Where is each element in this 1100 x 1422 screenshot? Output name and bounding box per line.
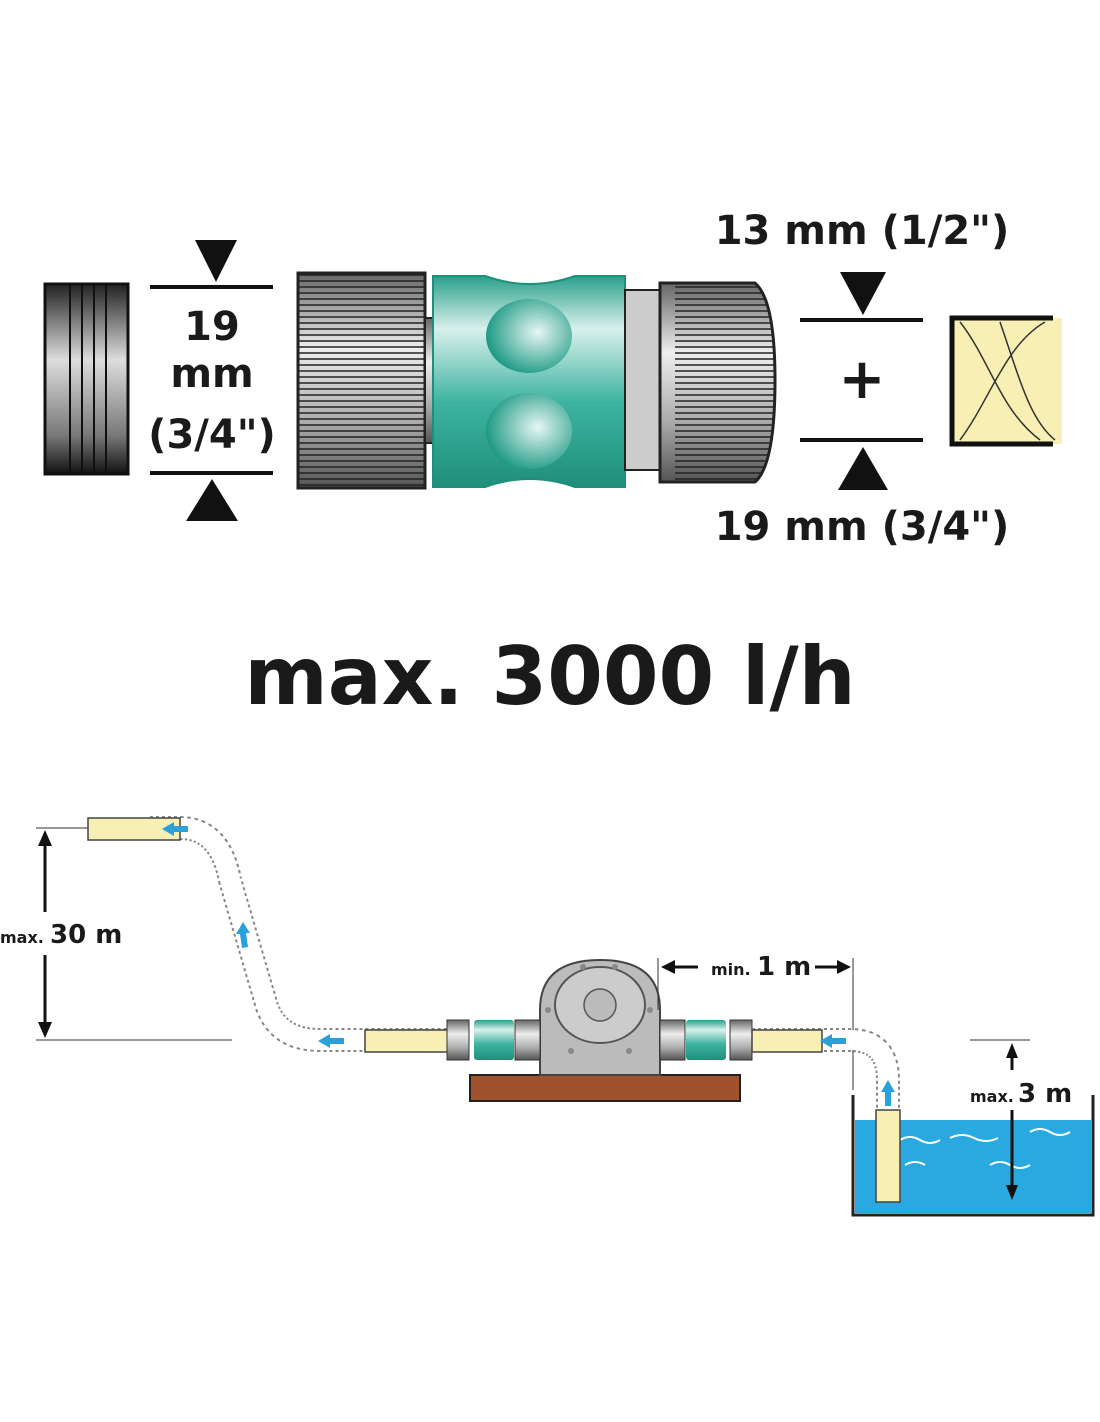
plus-sign: + xyxy=(839,347,886,412)
wooden-board xyxy=(469,1074,741,1102)
drill-pump xyxy=(446,958,753,1102)
threaded-tap-fitting xyxy=(43,282,130,476)
distance-value: 1 m xyxy=(757,952,811,982)
height-prefix: max. xyxy=(0,928,44,947)
hose-section xyxy=(949,315,1062,447)
hose-connector xyxy=(296,271,777,490)
arrow-down-icon xyxy=(195,240,237,282)
left-dimension-marker: 19 mm (3/4") xyxy=(148,240,276,521)
flow-arrow-icon xyxy=(162,822,188,836)
distance-dimension: min. 1 m xyxy=(657,952,854,1090)
outlet-hose xyxy=(87,816,451,1053)
right-dimension-marker: 13 mm (1/2") + 19 mm (3/4") xyxy=(715,208,1010,550)
left-connector xyxy=(446,1019,541,1061)
arrow-up-icon xyxy=(838,447,888,490)
flow-arrow-icon xyxy=(820,1034,846,1048)
right-dim-bottom: 19 mm (3/4") xyxy=(715,504,1010,550)
suction-hose xyxy=(751,1028,901,1203)
flow-rate-label: max. 3000 l/h xyxy=(244,630,855,723)
right-dim-top: 13 mm (1/2") xyxy=(715,208,1010,254)
height-value: 30 m xyxy=(50,920,122,950)
flow-arrow-icon xyxy=(236,922,250,948)
flow-arrow-icon xyxy=(881,1080,895,1106)
suction-dimension: max. 3 m xyxy=(970,1039,1072,1200)
flow-arrow-icon xyxy=(318,1034,344,1048)
arrow-down-icon xyxy=(840,272,886,315)
arrow-up-icon xyxy=(186,479,238,521)
suction-value: 3 m xyxy=(1018,1079,1072,1109)
left-dim-line3: (3/4") xyxy=(148,412,276,458)
suction-prefix: max. xyxy=(970,1087,1014,1106)
distance-prefix: min. xyxy=(711,960,751,979)
height-dimension: max. 30 m xyxy=(0,827,232,1041)
left-dim-line1: 19 xyxy=(184,304,240,350)
right-connector xyxy=(659,1019,753,1061)
left-dim-line2: mm xyxy=(170,351,253,397)
